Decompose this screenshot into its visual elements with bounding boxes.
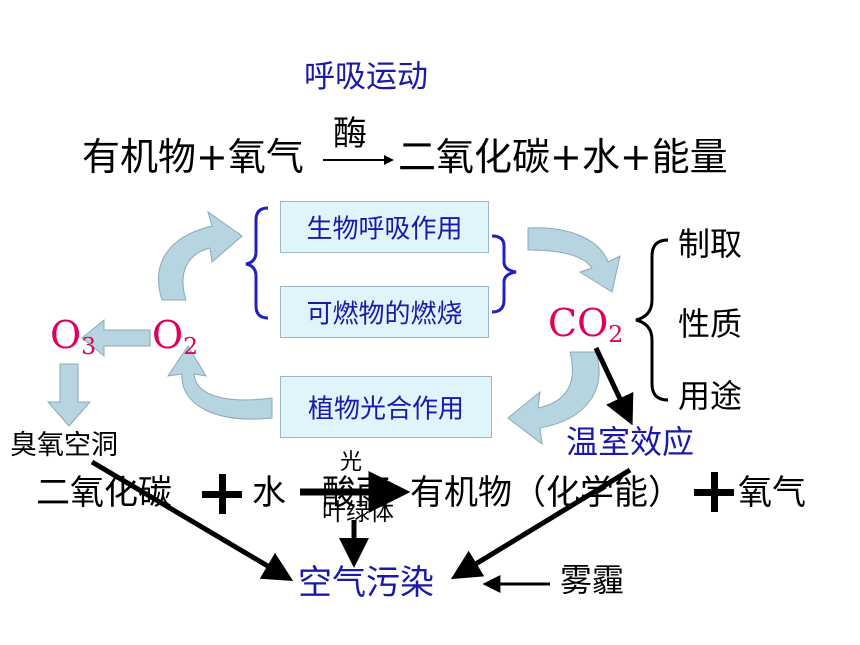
box-combustion-label: 可燃物的燃烧 [306,299,463,330]
title: 呼吸运动 [304,59,428,95]
arrow-o2-to-o3 [81,318,151,358]
arrow-co2-to-greenhouse [593,346,634,426]
co2-branch-properties: 性质 [678,305,743,343]
plus-sign-1-v [219,474,226,514]
ozone-hole-label: 臭氧空洞 [10,430,118,461]
oxygen-subscript: 2 [183,331,199,360]
photo-product-oxygen: 氧气 [738,473,806,513]
co2-branch-uses: 用途 [678,377,743,415]
right-brace [491,234,517,314]
photo-reactant-co2: 二氧化碳 [36,473,172,513]
ozone-molecule: O3 [50,316,96,358]
box-combustion: 可燃物的燃烧 [280,286,489,338]
arrow-ozone-hole-to-pollution [90,459,294,582]
co2-brace [635,238,669,402]
enzyme-label: 酶 [333,114,367,154]
ozone-subscript: 3 [81,331,97,360]
box-photosynthesis-label: 植物光合作用 [307,394,464,425]
co2-branch-preparation: 制取 [678,225,743,263]
greenhouse-effect-label: 温室效应 [566,423,695,461]
photo-product-organic: 有机物（化学能） [410,473,682,513]
ozone-symbol: O [50,313,82,357]
oxygen-molecule: O2 [152,316,198,358]
box-photosynthesis: 植物光合作用 [280,376,492,438]
condition-chloroplast: 叶绿体 [322,498,394,526]
smog-label: 雾霾 [560,561,625,599]
box-biological-respiration: 生物呼吸作用 [280,201,489,253]
arrow-greenhouse-to-pollution [450,467,632,580]
box-biological-respiration-label: 生物呼吸作用 [306,214,463,245]
arrow-o3-to-ozone-hole [46,363,92,427]
co2-subscript: 2 [608,319,624,348]
cycle-arrow-co2-to-photosynthesis [507,351,600,446]
cycle-arrows [46,210,621,446]
co2-molecule: CO2 [548,304,623,346]
left-brace [245,206,269,320]
cycle-arrow-o2-to-respiration [158,210,243,301]
air-pollution-label: 空气污染 [298,563,434,603]
cycle-arrow-photosynthesis-to-o2 [166,345,273,420]
respiration-right: 二氧化碳+水+能量 [398,135,728,179]
photo-reactant-water: 水 [252,473,286,513]
oxygen-symbol: O [152,313,184,357]
respiration-left: 有机物+氧气 [82,135,304,179]
acid-rain-label: 酸雨 [322,473,390,513]
cycle-arrow-respiration-to-co2 [527,227,621,293]
co2-symbol: CO [548,301,609,345]
plus-sign-2-v [711,472,718,512]
condition-light: 光 [340,450,363,475]
